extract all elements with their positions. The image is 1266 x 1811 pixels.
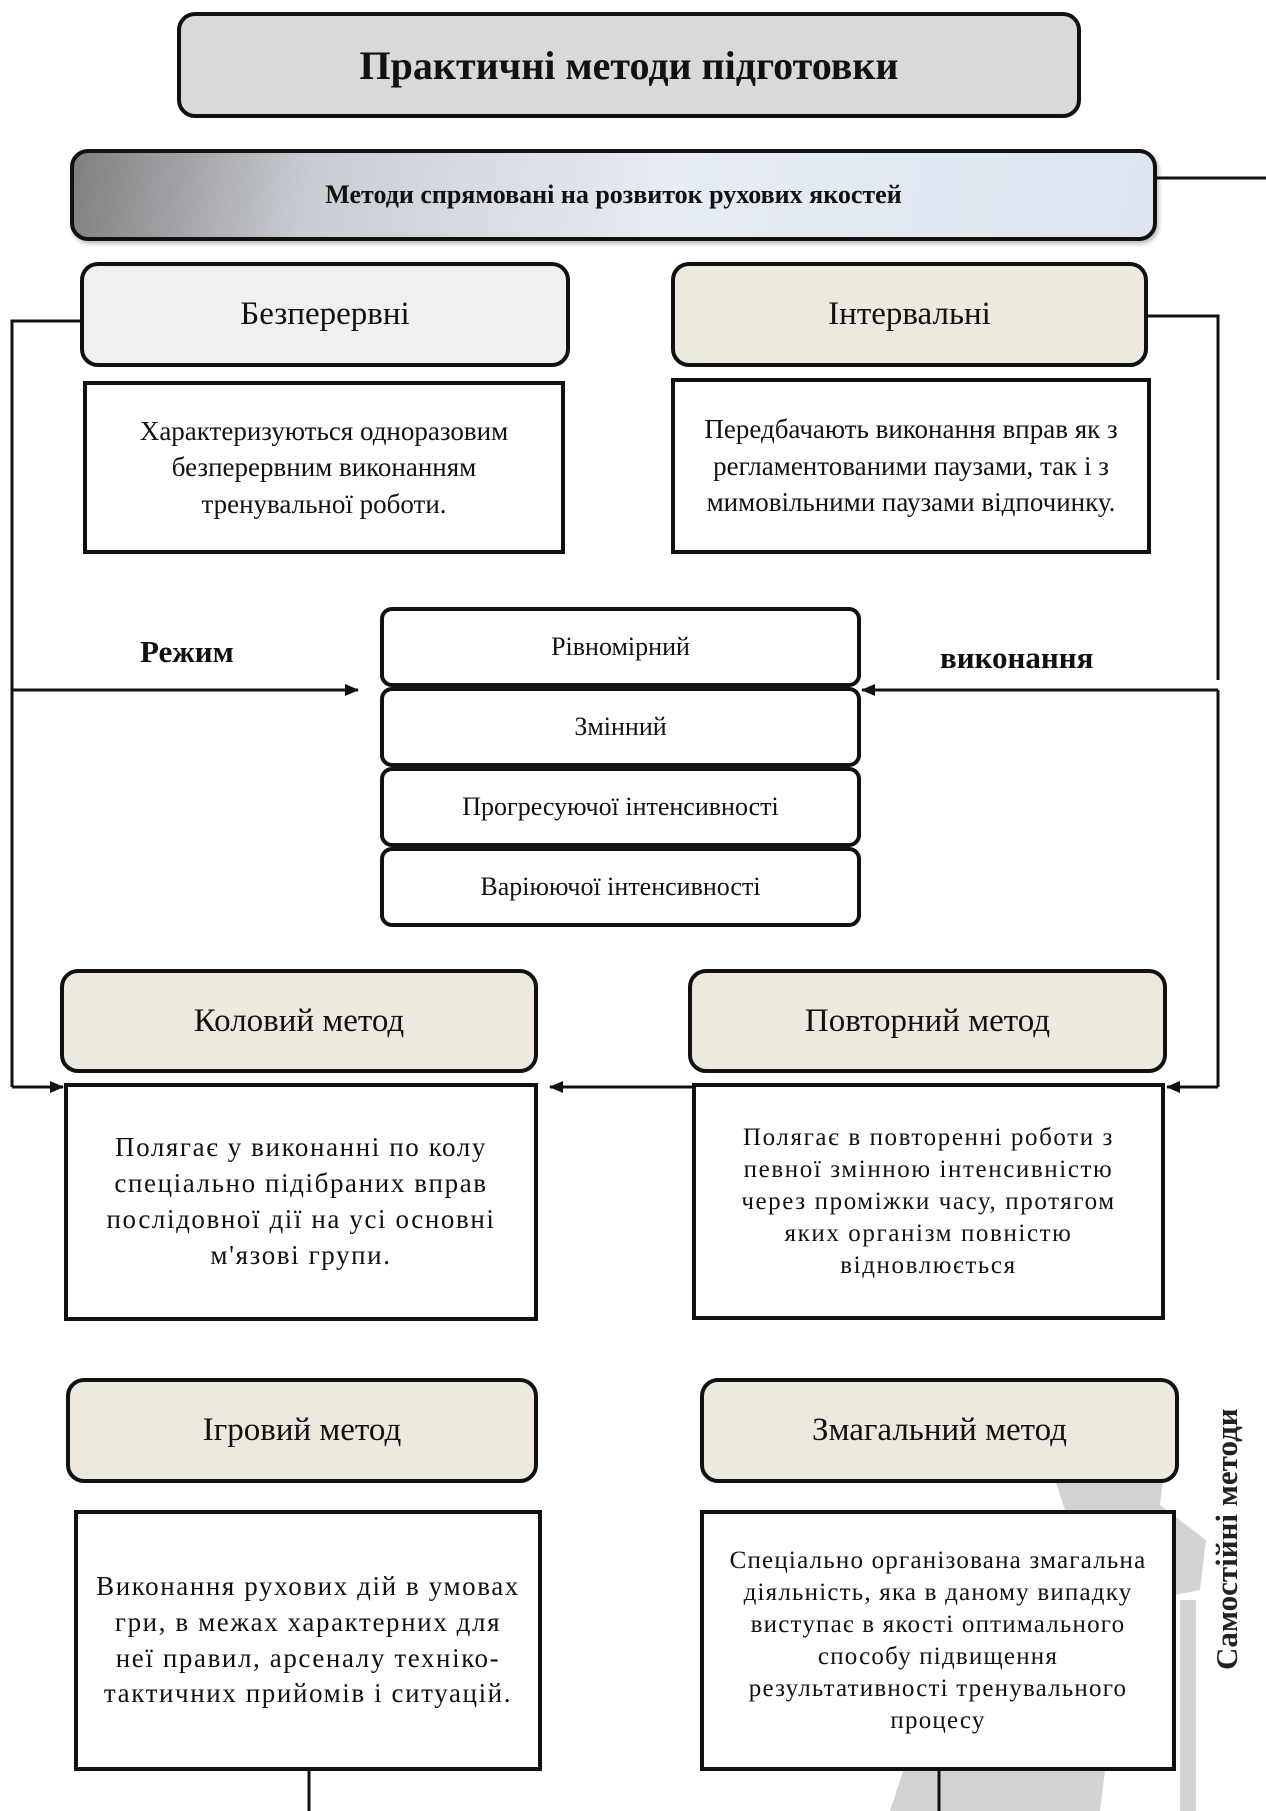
circuit-method-head: Коловий метод [60, 969, 538, 1073]
interval-method-description: Передбачають виконання вправ як з реглам… [671, 378, 1151, 554]
mode-label-left: Режим [140, 634, 234, 669]
game-method-description: Виконання рухових дій в умовах гри, в ме… [74, 1510, 542, 1771]
banner-motor-qualities: Методи спрямовані на розвиток рухових як… [70, 149, 1157, 241]
page-title: Практичні методи підготовки [177, 12, 1081, 118]
left-bracket-line [10, 319, 80, 1087]
interval-method-head: Інтервальні [671, 262, 1148, 367]
continuous-method-description: Характеризуються одноразовим безперервни… [83, 381, 565, 554]
repeated-method-description: Полягає в повторенні роботи з певної змі… [692, 1083, 1165, 1320]
continuous-method-head: Безперервні [80, 262, 570, 367]
mode-label-right: виконання [940, 640, 1094, 675]
right-bracket-line [1148, 314, 1220, 680]
repeated-method-head: Повторний метод [688, 969, 1167, 1073]
mode-varying-intensity: Варіюючої інтенсивності [380, 847, 861, 927]
game-method-head: Ігровий метод [66, 1378, 538, 1483]
circuit-method-description: Полягає у виконанні по колу спеціально п… [64, 1083, 538, 1321]
mode-progressive-intensity: Прогресуючої інтенсивності [380, 767, 861, 847]
mode-variable: Змінний [380, 687, 861, 767]
competitive-method-head: Змагальний метод [700, 1378, 1179, 1483]
independent-methods-side-label: Самостійні методи [1209, 1408, 1244, 1670]
competitive-method-description: Спеціально організована змагальна діяльн… [700, 1510, 1176, 1771]
mode-uniform: Рівномірний [380, 607, 861, 687]
